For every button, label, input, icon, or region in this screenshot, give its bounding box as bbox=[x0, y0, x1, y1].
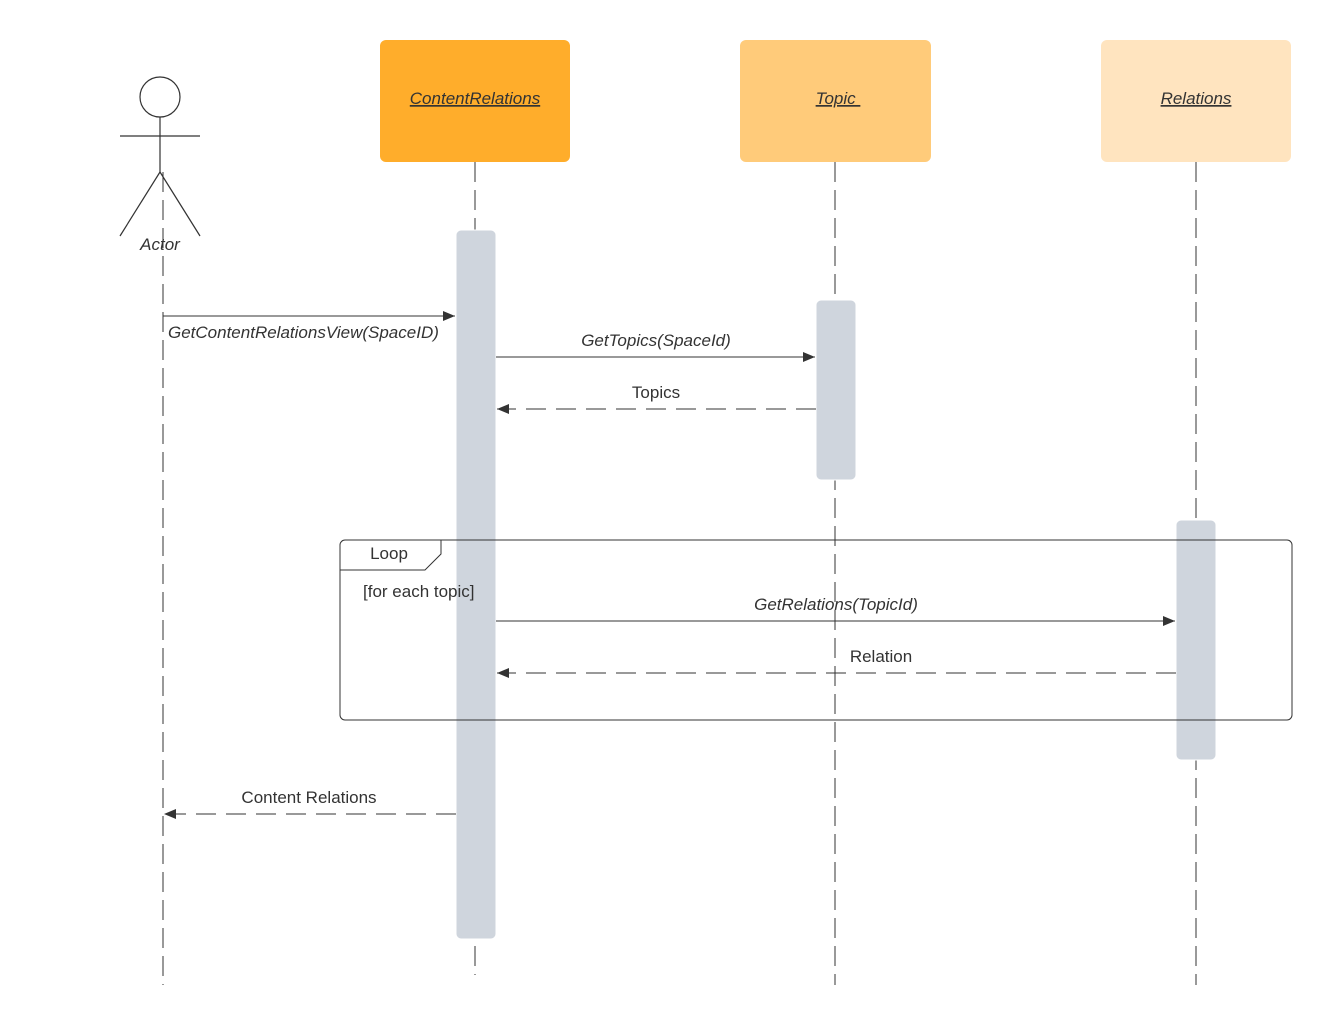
actor-left-leg bbox=[119, 171, 161, 237]
message-label: GetContentRelationsView(SpaceID) bbox=[168, 323, 439, 342]
relations-activation[interactable] bbox=[1175, 519, 1217, 761]
loop-guard: [for each topic] bbox=[363, 582, 475, 601]
participant-label: Topic bbox=[816, 89, 861, 108]
loop-frame bbox=[339, 539, 1293, 721]
message-label: Content Relations bbox=[241, 788, 376, 807]
message-arrow bbox=[162, 311, 455, 322]
participant-box bbox=[740, 40, 931, 162]
actor[interactable]: Actor bbox=[119, 76, 201, 254]
participant-box bbox=[1101, 40, 1291, 162]
message-content-relations-return[interactable]: Content Relations bbox=[164, 788, 456, 819]
message-get-topics[interactable]: GetTopics(SpaceId) bbox=[496, 331, 815, 362]
message-get-content-relations-view[interactable]: GetContentRelationsView(SpaceID) bbox=[162, 311, 455, 342]
message-relation-return[interactable]: Relation bbox=[497, 647, 1176, 678]
message-label: GetTopics(SpaceId) bbox=[581, 331, 731, 350]
message-label: GetRelations(TopicId) bbox=[754, 595, 918, 614]
loop-tab bbox=[340, 540, 442, 571]
message-topics-return[interactable]: Topics bbox=[497, 383, 816, 414]
message-label: Topics bbox=[632, 383, 680, 402]
actor-head bbox=[139, 76, 181, 118]
participant-label: Relations bbox=[1161, 89, 1232, 108]
participant-relations[interactable]: Relations bbox=[1101, 40, 1291, 162]
content-relations-activation[interactable] bbox=[455, 229, 497, 940]
loop-label: Loop bbox=[370, 544, 408, 563]
actor-label: Actor bbox=[139, 235, 181, 254]
participant-box bbox=[380, 40, 570, 162]
participant-topic[interactable]: Topic bbox=[740, 40, 931, 162]
participant-label: ContentRelations bbox=[410, 89, 541, 108]
participant-content-relations[interactable]: ContentRelations bbox=[380, 40, 570, 162]
message-get-relations[interactable]: GetRelations(TopicId) bbox=[496, 595, 1175, 626]
topic-activation[interactable] bbox=[815, 299, 857, 481]
message-label: Relation bbox=[850, 647, 912, 666]
loop-fragment[interactable]: Loop [for each topic] bbox=[339, 539, 1293, 721]
actor-right-leg bbox=[159, 171, 201, 237]
